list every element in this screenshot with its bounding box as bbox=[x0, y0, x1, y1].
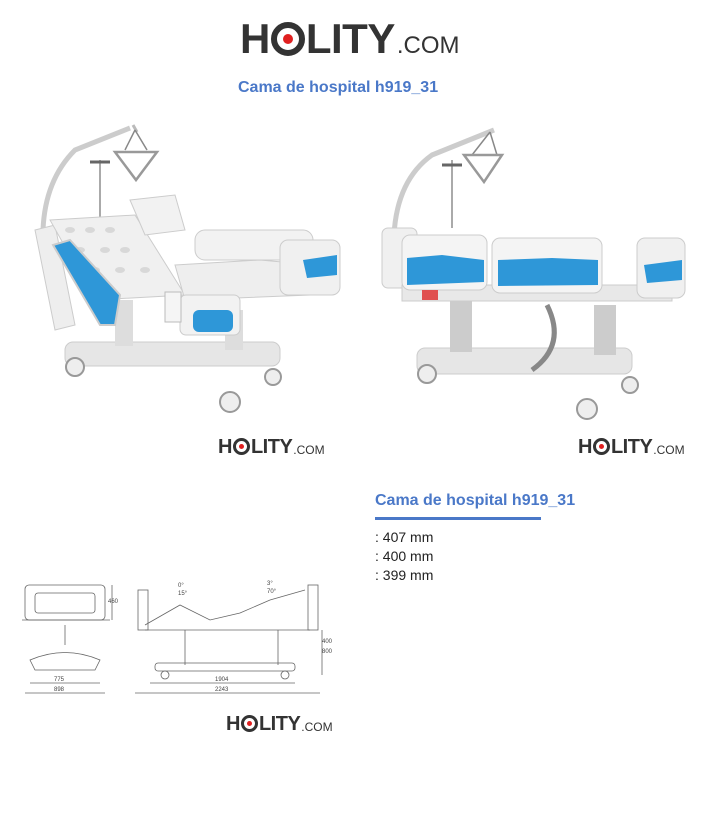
logo-o-icon bbox=[240, 715, 258, 732]
dim-1904: 1904 bbox=[215, 677, 229, 683]
logo-letter-h: H bbox=[578, 436, 592, 458]
spec-item: : 407 mm bbox=[375, 529, 434, 545]
dim-460: 460 bbox=[108, 599, 119, 605]
dim-2243: 2243 bbox=[215, 687, 229, 693]
angle-0: 0° bbox=[178, 583, 184, 589]
logo-letter-h: H bbox=[226, 713, 240, 735]
logo-o-icon bbox=[592, 438, 610, 455]
product-image-right bbox=[381, 127, 686, 420]
angle-3: 3° bbox=[267, 581, 273, 587]
angle-70: 70° bbox=[267, 589, 277, 595]
holity-logo-small-2[interactable]: H LITY.COM bbox=[578, 437, 685, 457]
technical-drawing: 775 898 1904 2243 460 400 800 0° 15° 3° … bbox=[22, 581, 333, 694]
holity-logo[interactable]: H LITY.COM bbox=[240, 18, 460, 60]
dim-400: 400 bbox=[322, 639, 333, 645]
specs-title: Cama de hospital h919_31 bbox=[375, 492, 576, 509]
holity-logo-small-3[interactable]: H LITY.COM bbox=[226, 714, 333, 734]
logo-letters: LITY bbox=[610, 436, 653, 458]
logo-domain: .COM bbox=[653, 443, 685, 457]
logo-letters: LITY bbox=[305, 15, 396, 62]
trapeze-handle-icon bbox=[112, 150, 160, 183]
trapeze-pole bbox=[40, 125, 131, 231]
logo-letter-h: H bbox=[218, 436, 232, 458]
logo-o-icon bbox=[270, 22, 305, 56]
specs-divider bbox=[375, 517, 541, 520]
trapeze-pole bbox=[391, 127, 495, 236]
logo-letters: LITY bbox=[258, 713, 301, 735]
logo-letter-h: H bbox=[240, 15, 270, 62]
spec-item: : 399 mm bbox=[375, 567, 434, 583]
side-rail-left bbox=[51, 238, 122, 326]
spec-item: : 400 mm bbox=[375, 548, 434, 564]
side-rail-head bbox=[407, 255, 484, 285]
logo-domain: .COM bbox=[293, 443, 325, 457]
logo-letters: LITY bbox=[250, 436, 293, 458]
dim-800: 800 bbox=[322, 649, 333, 655]
logo-domain: .COM bbox=[396, 32, 460, 59]
dim-775: 775 bbox=[54, 677, 65, 683]
page-title: Cama de hospital h919_31 bbox=[238, 79, 439, 96]
dim-898: 898 bbox=[54, 687, 65, 693]
product-image-left bbox=[34, 124, 341, 413]
logo-domain: .COM bbox=[301, 720, 333, 734]
holity-logo-small-1[interactable]: H LITY.COM bbox=[218, 437, 325, 457]
trapeze-handle-icon bbox=[461, 153, 505, 185]
logo-o-icon bbox=[232, 438, 250, 455]
side-rail-foot bbox=[498, 258, 598, 286]
angle-15: 15° bbox=[178, 591, 188, 597]
